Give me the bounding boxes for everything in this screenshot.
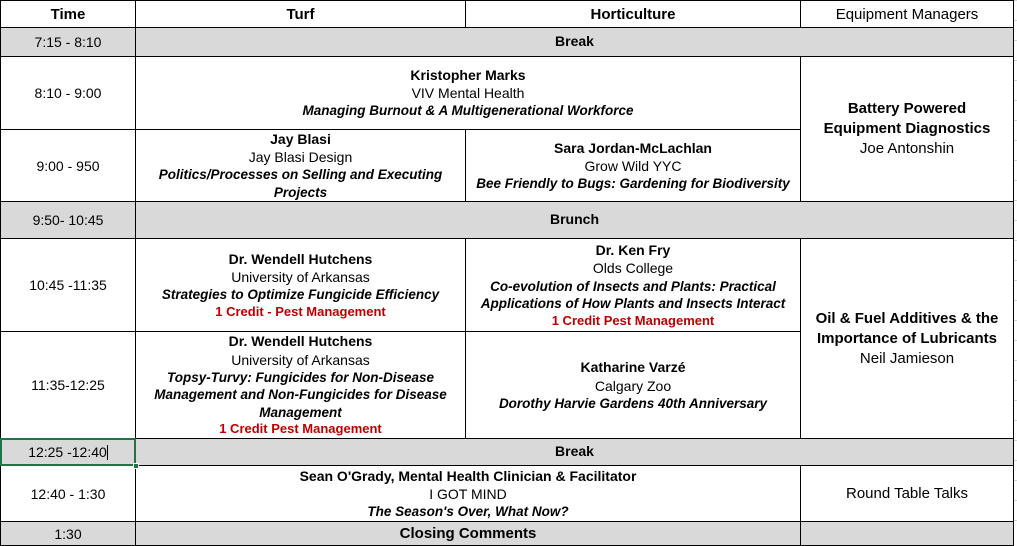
equipment-cell-0[interactable]: Battery Powered Equipment Diagnostics Jo… bbox=[800, 55, 1014, 203]
session-cell-merged-7[interactable]: Sean O'Grady, Mental Health Clinician & … bbox=[135, 465, 801, 523]
time-cell-1[interactable]: 8:10 - 9:00 bbox=[0, 56, 136, 130]
table-row: 7:15 - 8:10 Break bbox=[0, 27, 1014, 57]
time-cell-0[interactable]: 7:15 - 8:10 bbox=[0, 27, 136, 57]
equipment-cell-1[interactable]: Oil & Fuel Additives & the Importance of… bbox=[800, 238, 1014, 440]
turf-cell-4[interactable]: Dr. Wendell Hutchens University of Arkan… bbox=[135, 238, 466, 333]
time-cell-4[interactable]: 10:45 -11:35 bbox=[0, 238, 136, 333]
table-row: 1:30 Closing Comments bbox=[0, 521, 1014, 546]
column-header-turf[interactable]: Turf bbox=[135, 0, 466, 28]
equipment-cell-2[interactable]: Round Table Talks bbox=[800, 465, 1014, 523]
text-cursor bbox=[106, 445, 108, 461]
column-header-time[interactable]: Time bbox=[0, 0, 136, 28]
horticulture-cell-4[interactable]: Dr. Ken Fry Olds College Co-evolution of… bbox=[465, 238, 801, 333]
table-row: 10:45 -11:35 Dr. Wendell Hutchens Univer… bbox=[0, 238, 1014, 440]
table-row: 12:40 - 1:30 Sean O'Grady, Mental Health… bbox=[0, 465, 1014, 523]
time-cell-selected[interactable]: 12:25 -12:40 bbox=[0, 438, 139, 470]
table-row: 9:50- 10:45 Brunch bbox=[0, 201, 1014, 240]
turf-cell-5[interactable]: Dr. Wendell Hutchens University of Arkan… bbox=[135, 331, 466, 440]
credit-badge: 1 Credit Pest Management bbox=[551, 312, 715, 328]
break-cell-6[interactable]: Break bbox=[135, 438, 1014, 467]
credit-badge: 1 Credit Pest Management bbox=[219, 421, 382, 437]
closing-cell-equipment[interactable] bbox=[800, 521, 1014, 546]
time-cell-8[interactable]: 1:30 bbox=[0, 521, 136, 546]
time-cell-3[interactable]: 9:50- 10:45 bbox=[0, 201, 136, 240]
table-row: 9:00 - 950 Jay Blasi Jay Blasi Design Po… bbox=[0, 128, 1014, 203]
horticulture-cell-2[interactable]: Sara Jordan-McLachlan Grow Wild YYC Bee … bbox=[465, 128, 801, 203]
time-cell-2[interactable]: 9:00 - 950 bbox=[0, 128, 136, 203]
closing-cell[interactable]: Closing Comments bbox=[135, 521, 801, 546]
turf-cell-2[interactable]: Jay Blasi Jay Blasi Design Politics/Proc… bbox=[135, 128, 466, 203]
table-row: 11:35-12:25 Dr. Wendell Hutchens Univers… bbox=[0, 331, 1014, 440]
time-cell-7[interactable]: 12:40 - 1:30 bbox=[0, 465, 136, 523]
time-cell-5[interactable]: 11:35-12:25 bbox=[0, 331, 136, 440]
fill-handle[interactable] bbox=[133, 463, 139, 470]
horticulture-cell-5[interactable]: Katharine Varzé Calgary Zoo Dorothy Harv… bbox=[465, 331, 801, 440]
session-cell-merged-1[interactable]: Kristopher Marks VIV Mental Health Manag… bbox=[135, 56, 801, 130]
column-header-horticulture[interactable]: Horticulture bbox=[465, 0, 801, 28]
credit-badge: 1 Credit - Pest Management bbox=[215, 303, 386, 319]
break-cell-3[interactable]: Brunch bbox=[135, 201, 1014, 240]
table-row: 12:25 -12:40 Break bbox=[0, 438, 1014, 470]
break-cell-0[interactable]: Break bbox=[135, 27, 1014, 57]
column-header-equipment-managers[interactable]: Equipment Managers bbox=[800, 0, 1014, 28]
table-header-row: Time Turf Horticulture Equipment Manager… bbox=[0, 0, 1014, 28]
table-row: 8:10 - 9:00 Kristopher Marks VIV Mental … bbox=[0, 55, 1014, 203]
